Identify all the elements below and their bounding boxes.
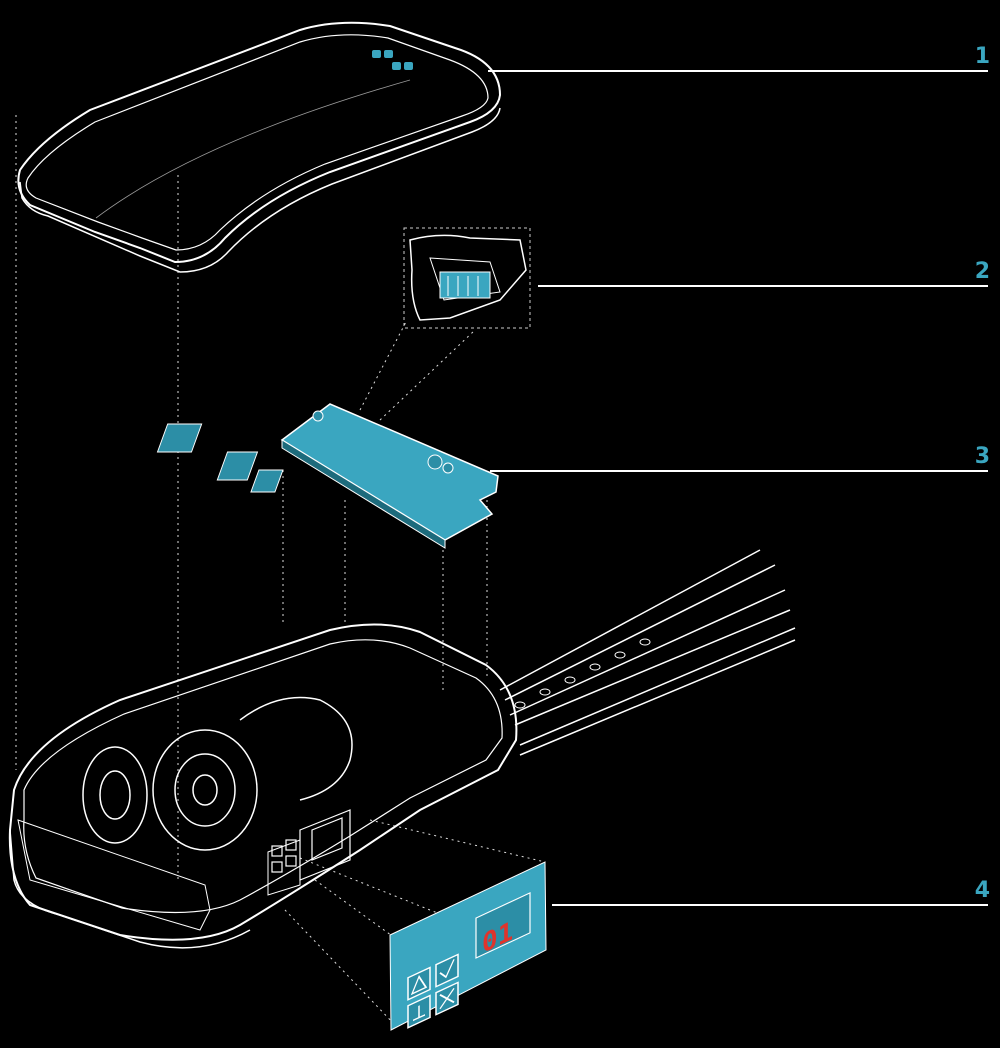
control-panel: 01 (389, 861, 547, 1031)
check-icon (439, 959, 455, 979)
callout-number-3: 3 (974, 444, 990, 469)
motor-wheel-icon (82, 729, 258, 851)
maximize-icon (439, 988, 455, 1010)
callout-number-1: 1 (974, 44, 990, 69)
base-control-panel (271, 817, 343, 873)
callout-line-3 (490, 470, 988, 472)
callout-line-2 (538, 285, 988, 287)
terminal-connector-detail (403, 227, 531, 329)
base-unit (8, 623, 518, 949)
callout-line-1 (488, 70, 988, 72)
callout-number-4: 4 (974, 878, 990, 903)
down-bar-icon (413, 1005, 425, 1022)
rail (499, 549, 796, 756)
projection-lines (15, 115, 546, 1026)
housing-cover (17, 21, 502, 273)
callout-line-4 (552, 904, 988, 906)
up-triangle-icon (410, 974, 428, 996)
callout-number-2: 2 (974, 259, 990, 284)
cover-logo-icon (372, 50, 413, 70)
control-board (156, 403, 499, 549)
display-panel (475, 891, 531, 959)
